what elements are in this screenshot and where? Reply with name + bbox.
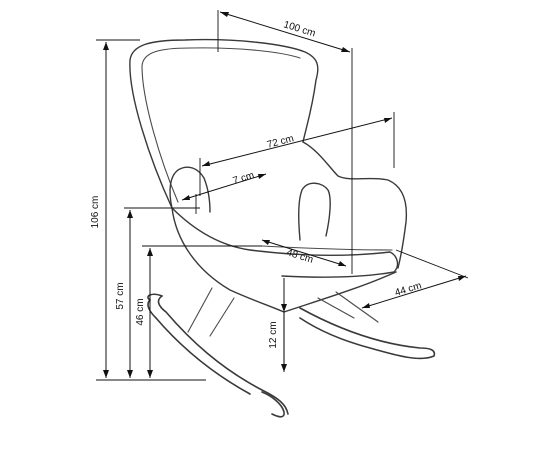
backrest-inner-contour [141,47,301,203]
rocker-left [157,295,289,415]
dim-armrest-height: 57 cm [115,207,200,378]
backrest-outline [129,38,319,209]
dim-armrest-height-label: 57 cm [115,282,126,309]
right-armrest-outline [297,182,331,241]
left-wing-outline [169,166,211,213]
seat-cushion-edge [261,245,393,251]
rocker-right [299,307,436,360]
dim-seat-width-label: 44 cm [394,280,423,298]
dim-total-height-label: 106 cm [90,196,101,229]
seat-front-outline [171,207,285,313]
seat-outline [171,207,399,278]
rocking-chair-drawing [129,38,436,418]
dim-armrest-width: 7 cm [181,170,267,214]
dimension-lines: 100 cm 72 cm 7 cm 48 cm [90,10,469,381]
dim-seat-height: 46 cm [135,245,262,378]
rocker-end-front [261,391,285,418]
dim-overall-depth: 72 cm [199,112,395,196]
dim-rocker-clearance: 12 cm [268,278,287,372]
dim-seat-height-label: 46 cm [135,298,146,325]
seat-bottom-outline [283,271,397,313]
rocker-left-inner [147,299,251,395]
leg-front-left [187,287,213,333]
dim-overall-depth-label: 72 cm [266,133,295,151]
leg-back-left [317,297,355,319]
right-wing-outline [302,141,408,269]
dim-armrest-width-label: 7 cm [232,170,256,187]
dim-seat-depth-label: 48 cm [285,247,314,265]
leg-back-right [335,291,379,323]
leg-front-right [209,297,235,337]
dim-total-height: 106 cm [90,39,206,381]
dim-rocker-clearance-label: 12 cm [268,321,279,348]
